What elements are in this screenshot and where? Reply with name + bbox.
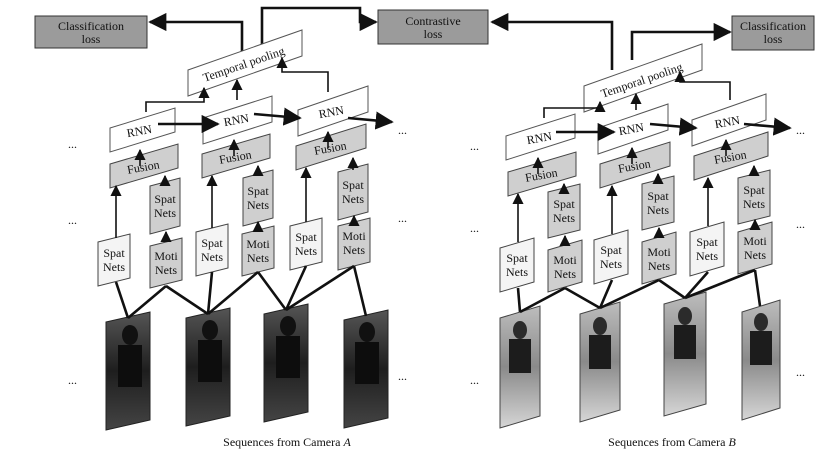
- rnn-b-recurrent-3: [743, 117, 792, 136]
- caption-camera-a-letter: A: [342, 435, 351, 449]
- camera-a-frames: [105, 303, 389, 431]
- caption-camera-b: Sequences from Camera B: [608, 435, 736, 449]
- rnn-a3-label: RNN: [318, 103, 346, 121]
- temporal-pooling-b: Temporal pooling: [583, 43, 703, 113]
- arrow-pool-a-to-contrastive: [260, 6, 378, 52]
- rnn-row-b: RNN RNN RNN: [505, 93, 767, 161]
- ellipsis-a-rnn-right: ...: [398, 123, 407, 137]
- ellipsis-a-nets-right: ...: [398, 211, 407, 225]
- ellipsis-a-rnn-left: ...: [68, 137, 77, 151]
- arrow-pool-a-to-cls-loss: [148, 12, 244, 62]
- camera-a-frame-wiring: [114, 264, 368, 319]
- arrow-pool-b-to-contrastive: [490, 12, 614, 70]
- fusion-b3-label: Fusion: [713, 147, 748, 166]
- fusion-b1-label: Fusion: [524, 165, 559, 184]
- arrow-pool-b-to-cls-loss: [630, 22, 732, 60]
- rnn-a1-to-pool: [145, 86, 210, 112]
- rnn-b3-label: RNN: [714, 113, 742, 131]
- caption-camera-a: Sequences from Camera A: [223, 435, 351, 449]
- ellipsis-a-frames-left: ...: [68, 373, 77, 387]
- rnn-a2-label: RNN: [223, 111, 251, 129]
- ellipsis-b-rnn-right: ...: [796, 123, 805, 137]
- rnn-b2-label: RNN: [618, 120, 646, 138]
- fusion-a2-label: Fusion: [218, 147, 253, 166]
- ellipsis-b-nets-right: ...: [796, 217, 805, 231]
- fusion-a3-label: Fusion: [313, 138, 348, 157]
- rnn-b3-to-pool: [674, 70, 731, 100]
- ellipsis-a-nets-left: ...: [68, 213, 77, 227]
- rnn-row-a: RNN RNN RNN: [109, 85, 369, 153]
- fusion-b2-label: Fusion: [617, 156, 652, 175]
- rnn-a1-label: RNN: [126, 122, 154, 140]
- rnn-b1-to-pool: [543, 100, 606, 118]
- ellipsis-b-rnn-left: ...: [470, 139, 479, 153]
- caption-camera-a-prefix: Sequences from Camera: [223, 435, 343, 449]
- camera-b-frame-wiring: [516, 268, 762, 314]
- fusion-a1-label: Fusion: [126, 157, 161, 176]
- temporal-pooling-a: Temporal pooling: [187, 29, 303, 97]
- camera-a-branch: Temporal pooling RNN RNN RNN Fusion Fusi…: [68, 29, 407, 431]
- rnn-a-recurrent-2: [253, 107, 302, 126]
- fusion-row-b: Fusion Fusion Fusion: [507, 131, 769, 197]
- rnn-a-recurrent-3: [347, 111, 394, 130]
- rnn-b-recurrent-2: [649, 117, 698, 136]
- fusion-row-a: Fusion Fusion Fusion: [109, 123, 367, 189]
- ellipsis-a-frames-right: ...: [398, 369, 407, 383]
- ellipsis-b-frames-left: ...: [470, 373, 479, 387]
- rnn-a3-to-pool: [276, 56, 329, 92]
- ellipsis-b-nets-left: ...: [470, 221, 479, 235]
- camera-b-branch: Temporal pooling RNN RNN RNN Fusion Fusi…: [470, 43, 805, 429]
- camera-b-frames: [499, 291, 781, 429]
- ellipsis-b-frames-right: ...: [796, 365, 805, 379]
- caption-camera-b-prefix: Sequences from Camera: [608, 435, 728, 449]
- rnn-b1-label: RNN: [526, 129, 554, 147]
- caption-camera-b-letter: B: [728, 435, 736, 449]
